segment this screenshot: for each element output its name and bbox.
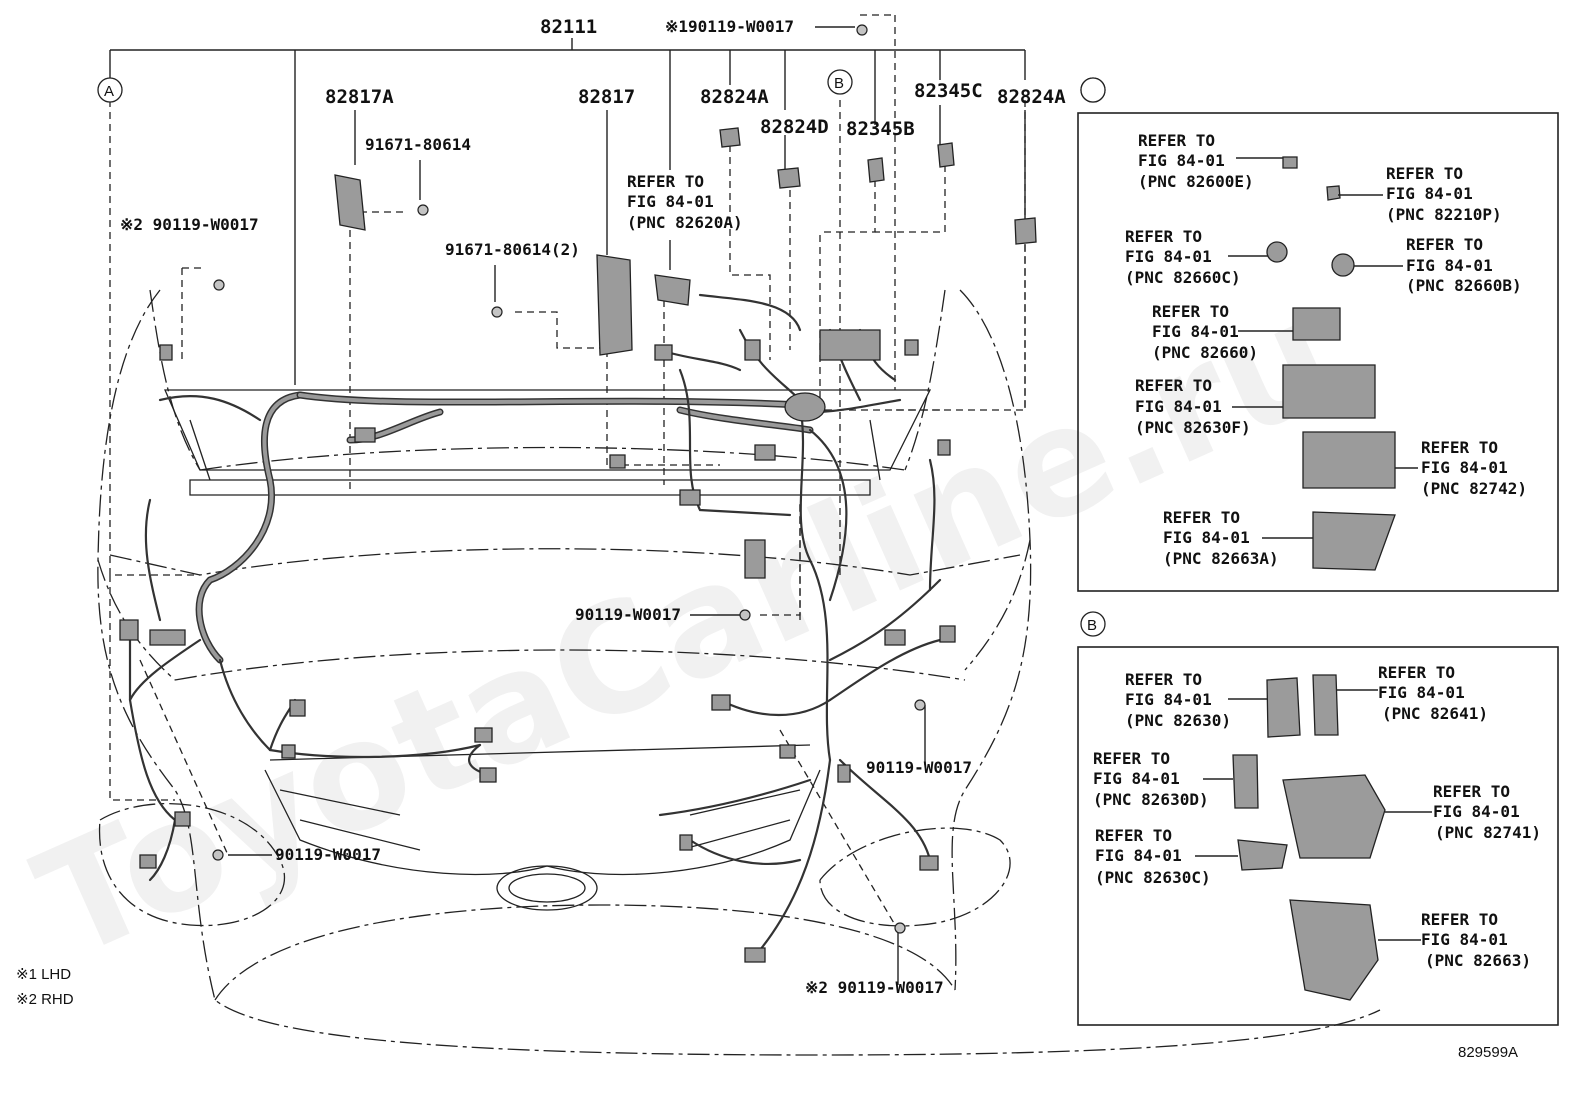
bolt-label-rhd-bottom: ※2 90119-W0017 — [805, 978, 944, 997]
panel-a-ref-1-l1: REFER TO — [1138, 131, 1215, 150]
panel-b-ref-5-l3: (PNC 82630C) — [1095, 868, 1211, 887]
panel-a-ref-6-l2: FIG 84-01 — [1135, 397, 1222, 416]
panel-b-ref-1-l2: FIG 84-01 — [1125, 690, 1212, 709]
panel-a-ref-7-l3: (PNC 82742) — [1421, 479, 1527, 498]
panel-b-ref-4-l2: FIG 84-01 — [1433, 802, 1520, 821]
panel-b-ref-1-l1: REFER TO — [1125, 670, 1202, 689]
bolt-icon — [212, 849, 224, 861]
panel-b-ref-4-l3: (PNC 82741) — [1435, 823, 1541, 842]
panel-b-ref-5-l1: REFER TO — [1095, 826, 1172, 845]
panel-a-ref-4-l2: FIG 84-01 — [1406, 256, 1493, 275]
part-label-82817: 82817 — [578, 86, 635, 108]
part-label-82817a: 82817A — [325, 86, 394, 108]
part-label-82824a-2: 82824A — [997, 86, 1066, 108]
bolt-icon — [856, 24, 868, 36]
bolt-icon — [739, 609, 751, 621]
bolt-label-rhd-left: ※2 90119-W0017 — [120, 215, 259, 234]
panel-b-ref-2-l3: (PNC 82641) — [1382, 704, 1488, 723]
bolt-icon — [914, 699, 926, 711]
panel-a-ref-5-l3: (PNC 82660) — [1152, 343, 1258, 362]
panel-b-parts — [1195, 674, 1432, 1001]
panel-b-ref-1-l3: (PNC 82630) — [1125, 711, 1231, 730]
part-label-82824d: 82824D — [760, 116, 829, 138]
part-label-82111: 82111 — [540, 16, 597, 38]
part-label-82345b: 82345B — [846, 118, 915, 140]
bolt-icon — [491, 306, 503, 318]
panel-a-ref-8-l1: REFER TO — [1163, 508, 1240, 527]
panel-a: REFER TO FIG 84-01 (PNC 82600E) REFER TO… — [1077, 77, 1559, 592]
bolt-label-lower-left: 90119-W0017 — [275, 845, 381, 864]
note-rhd: ※2 RHD — [16, 991, 74, 1008]
bolt-icon — [417, 204, 429, 216]
bolt-label-right: 90119-W0017 — [866, 758, 972, 777]
bolt-label-top: ※190119-W0017 — [665, 17, 794, 36]
panel-b-ref-2-l1: REFER TO — [1378, 663, 1455, 682]
bolt-label-91671: 91671-80614 — [365, 135, 471, 154]
part-label-82345c: 82345C — [914, 80, 983, 102]
figure-id: 829599A — [1458, 1044, 1518, 1061]
panel-b-ref-2-l2: FIG 84-01 — [1378, 683, 1465, 702]
panel-b-ref-3-l3: (PNC 82630D) — [1093, 790, 1209, 809]
bolt-label-mid: 90119-W0017 — [575, 605, 681, 624]
panel-a-ref-3-l3: (PNC 82660C) — [1125, 268, 1241, 287]
panel-b-marker: B — [1087, 617, 1097, 634]
bolt-icon — [213, 279, 225, 291]
refer-line-2: FIG 84-01 — [627, 192, 714, 211]
bolt-icon — [894, 922, 906, 934]
panel-a-ref-2-l2: FIG 84-01 — [1386, 184, 1473, 203]
panel-b-ref-5-l2: FIG 84-01 — [1095, 846, 1182, 865]
bolt-label-91671-2: 91671-80614(2) — [445, 240, 580, 259]
panel-a-ref-4-l3: (PNC 82660B) — [1406, 276, 1522, 295]
panel-b-ref-6-l3: (PNC 82663) — [1425, 951, 1531, 970]
panel-a-ref-2-l3: (PNC 82210P) — [1386, 205, 1502, 224]
panel-a-ref-2-l1: REFER TO — [1386, 164, 1463, 183]
panel-a-ref-1-l3: (PNC 82600E) — [1138, 172, 1254, 191]
refer-line-3: (PNC 82620A) — [627, 213, 743, 232]
part-label-82824a-1: 82824A — [700, 86, 769, 108]
panel-b-ref-6-l1: REFER TO — [1421, 910, 1498, 929]
marker-b: B — [834, 75, 844, 92]
refer-line-1: REFER TO — [627, 172, 704, 191]
panel-a-parts — [1228, 156, 1418, 571]
panel-a-ref-5-l1: REFER TO — [1152, 302, 1229, 321]
panel-a-ref-7-l1: REFER TO — [1421, 438, 1498, 457]
panel-b-ref-3-l1: REFER TO — [1093, 749, 1170, 768]
panel-b-ref-4-l1: REFER TO — [1433, 782, 1510, 801]
panel-a-ref-4-l1: REFER TO — [1406, 235, 1483, 254]
panel-a-ref-8-l2: FIG 84-01 — [1163, 528, 1250, 547]
panel-a-ref-6-l1: REFER TO — [1135, 376, 1212, 395]
panel-a-ref-8-l3: (PNC 82663A) — [1163, 549, 1279, 568]
note-lhd: ※1 LHD — [16, 966, 71, 983]
panel-a-ref-7-l2: FIG 84-01 — [1421, 458, 1508, 477]
parts — [119, 24, 1037, 963]
panel-a-ref-1-l2: FIG 84-01 — [1138, 151, 1225, 170]
panel-a-ref-3-l1: REFER TO — [1125, 227, 1202, 246]
panel-b: B REFER TO FIG 84-01 (PNC 82630) REFER T… — [1077, 611, 1559, 1026]
wire-harness — [128, 293, 942, 952]
marker-a-left: A — [104, 83, 114, 100]
panel-b-ref-3-l2: FIG 84-01 — [1093, 769, 1180, 788]
panel-a-ref-6-l3: (PNC 82630F) — [1135, 418, 1251, 437]
panel-b-ref-6-l2: FIG 84-01 — [1421, 930, 1508, 949]
panel-a-ref-5-l2: FIG 84-01 — [1152, 322, 1239, 341]
panel-a-ref-3-l2: FIG 84-01 — [1125, 247, 1212, 266]
